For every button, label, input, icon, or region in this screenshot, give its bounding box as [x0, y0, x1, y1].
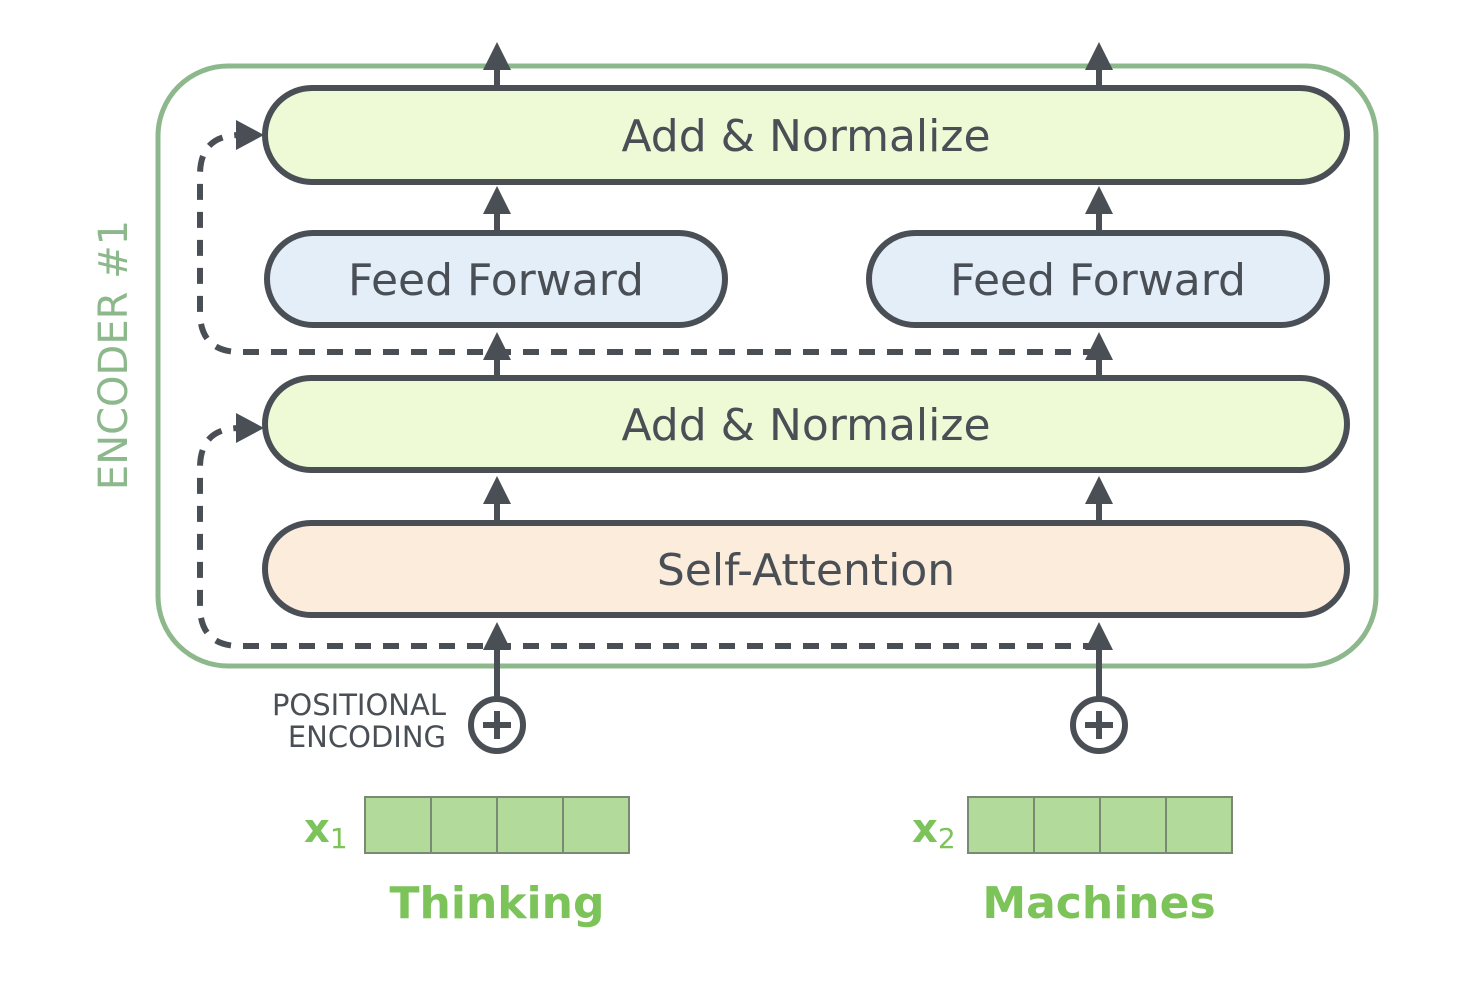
input-1-cell [430, 796, 498, 854]
input-2-cell [1099, 796, 1167, 854]
feed-forward-left-block: Feed Forward [264, 230, 728, 328]
positional-encoding-line2: ENCODING [288, 720, 446, 754]
positional-encoding-label: POSITIONAL ENCODING [272, 688, 446, 754]
input-2-cell [1033, 796, 1101, 854]
self-attention-label: Self-Attention [657, 545, 955, 596]
input-1-cell [496, 796, 564, 854]
encoder-label: ENCODER #1 [91, 220, 137, 490]
add-normalize-top-label: Add & Normalize [621, 111, 990, 162]
input-1-cell [364, 796, 432, 854]
plus-circle-icon-right [1070, 696, 1128, 754]
residual-path-bottom [197, 425, 1099, 649]
input-2-symbol: x2 [912, 806, 956, 855]
add-normalize-mid-label: Add & Normalize [621, 400, 990, 451]
input-2-word: Machines [982, 878, 1215, 929]
residual-connections [197, 132, 1099, 649]
positional-encoding-line1: POSITIONAL [272, 688, 446, 722]
plus-circle-icon-left [468, 696, 526, 754]
encoder-frame [155, 63, 1379, 669]
add-normalize-top-block: Add & Normalize [262, 85, 1350, 185]
add-normalize-mid-block: Add & Normalize [262, 375, 1350, 473]
input-1-cell [562, 796, 630, 854]
input-2-cell [967, 796, 1035, 854]
feed-forward-right-label: Feed Forward [950, 255, 1246, 306]
feed-forward-right-block: Feed Forward [866, 230, 1330, 328]
residual-arrowheads [236, 120, 264, 443]
input-1-cells [364, 796, 630, 854]
input-1-word: Thinking [390, 878, 605, 929]
feed-forward-left-label: Feed Forward [348, 255, 644, 306]
self-attention-block: Self-Attention [262, 520, 1350, 618]
input-vector-1: x1 Thinking [304, 796, 630, 929]
input-2-cell [1165, 796, 1233, 854]
input-vector-2: x2 Machines [912, 796, 1233, 929]
input-1-symbol: x1 [304, 806, 348, 855]
input-2-cells [967, 796, 1233, 854]
residual-path-top [197, 132, 1099, 355]
